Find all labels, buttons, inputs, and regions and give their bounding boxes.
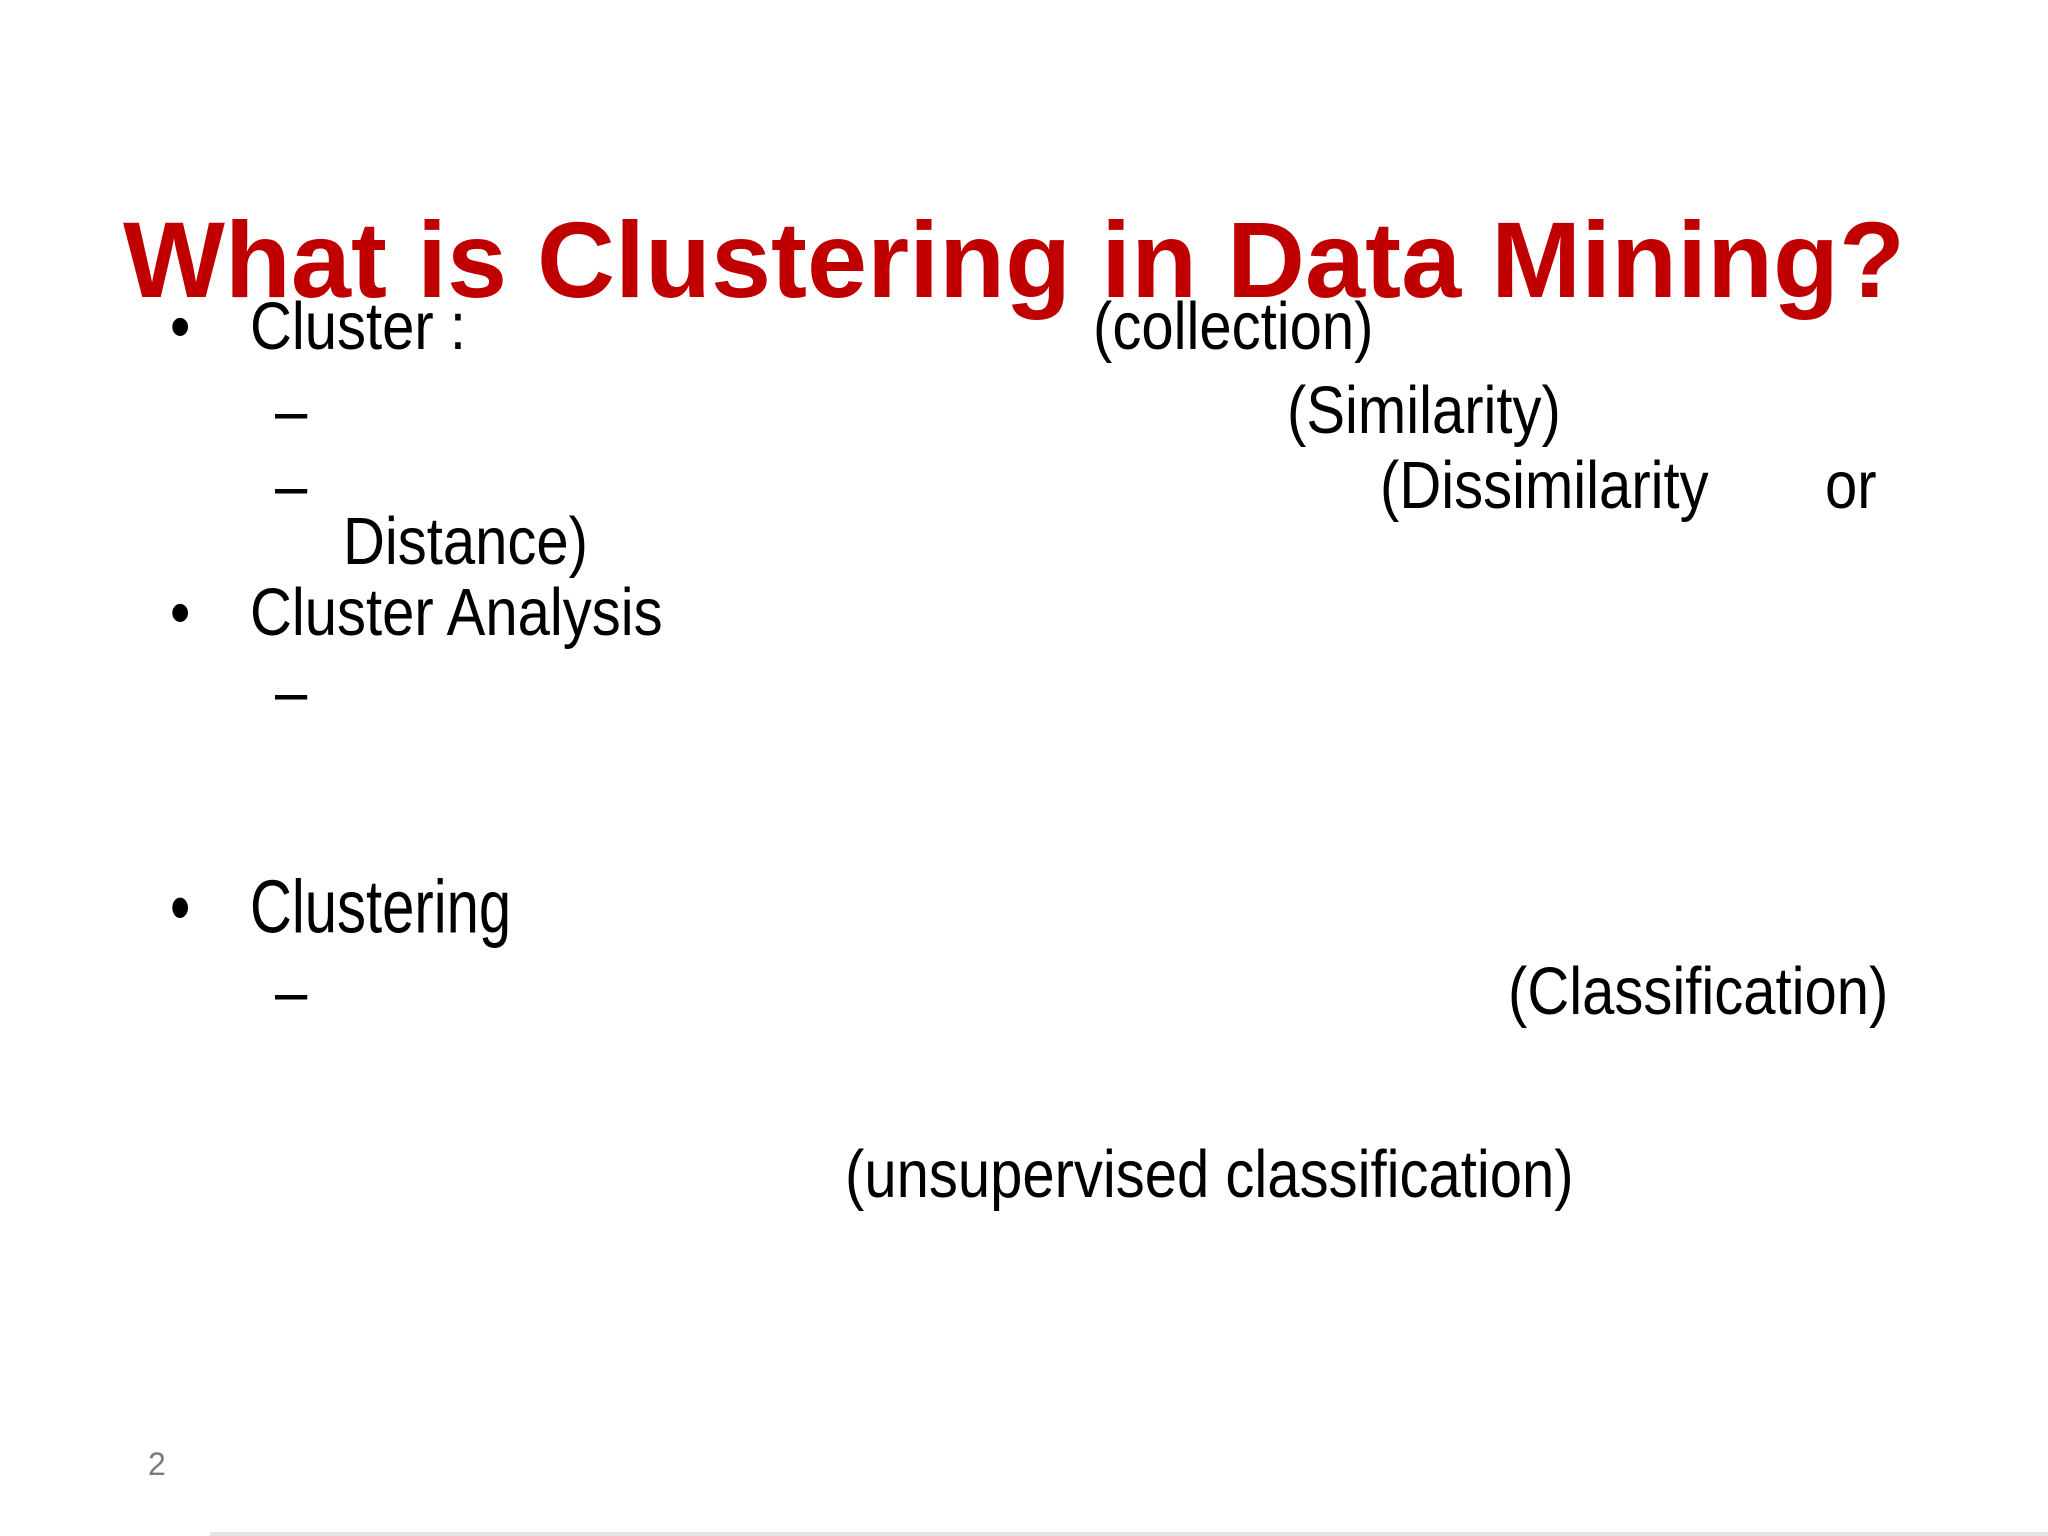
bullet-line-cluster: • Cluster : (collection) [0, 289, 2048, 364]
bullet-marker-icon: • [170, 865, 191, 950]
dash-marker-icon: – [275, 373, 308, 448]
dash-marker-icon: – [275, 654, 308, 729]
sub-line-similarity: – (Similarity) [0, 373, 2048, 448]
annotation-collection: (collection) [1093, 289, 1374, 364]
line-unsupervised-classification: (unsupervised classification) [0, 1137, 2048, 1212]
bullet-line-cluster-analysis: • Cluster Analysis [0, 575, 2048, 650]
sub-line-classification: – (Classification) [0, 954, 2048, 1029]
sub-line-distance: Distance) [0, 504, 2048, 579]
slide-title: What is Clustering in Data Mining? [123, 199, 1905, 321]
annotation-distance: Distance) [343, 504, 588, 579]
annotation-classification: (Classification) [1508, 954, 1889, 1029]
bullet-label-clustering: Clustering [250, 865, 512, 950]
bullet-marker-icon: • [170, 289, 191, 364]
sub-line-dissimilarity: – (Dissimilarity or [0, 448, 2048, 523]
annotation-unsupervised-classification: (unsupervised classification) [845, 1137, 1574, 1212]
sub-line-empty: – [0, 654, 2048, 729]
dash-marker-icon: – [275, 448, 308, 523]
bullet-line-clustering: • Clustering [0, 865, 2048, 950]
annotation-similarity: (Similarity) [1287, 373, 1561, 448]
bullet-label-cluster-analysis: Cluster Analysis [250, 575, 663, 650]
annotation-dissimilarity: (Dissimilarity [1380, 448, 1709, 523]
bullet-marker-icon: • [170, 575, 191, 650]
annotation-or: or [1825, 448, 1877, 523]
dash-marker-icon: – [275, 954, 308, 1029]
page-number: 2 [148, 1446, 166, 1482]
bullet-label-cluster: Cluster : [250, 289, 466, 364]
bottom-edge-artifact [210, 1532, 2048, 1536]
